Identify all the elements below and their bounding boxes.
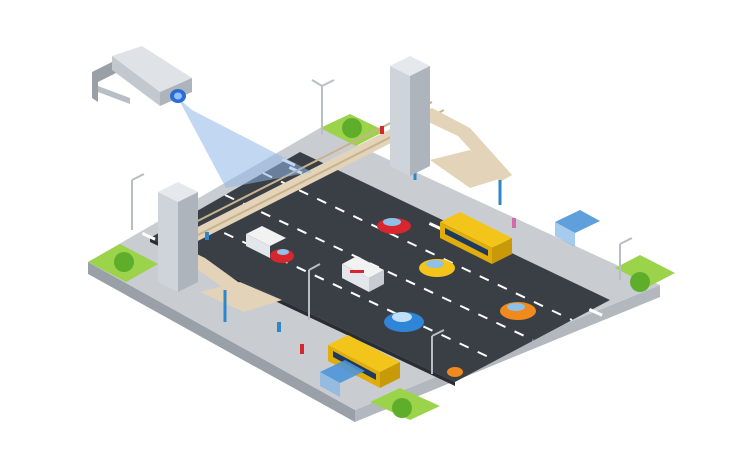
elevator-tower-right [390, 56, 430, 176]
camera-lens-glass [174, 92, 182, 100]
pedestrian-icon [277, 322, 281, 332]
grass-corner-right [615, 255, 675, 286]
bridge-rail [175, 101, 433, 233]
street-lamps [131, 79, 633, 374]
camera-body [112, 46, 192, 92]
lane-line [224, 194, 534, 341]
street-lamp-icon [619, 237, 633, 280]
car-icon [377, 218, 411, 234]
bus-icon [440, 212, 512, 264]
crosswalk-stripe [588, 308, 603, 317]
ambulance-icon [342, 256, 384, 292]
lane-line [187, 215, 496, 361]
camera-body-side [112, 56, 160, 106]
car-icon [500, 302, 536, 320]
bus-stop-icon [555, 210, 600, 247]
lane-markings [187, 172, 573, 361]
crosswalk-stripe [141, 232, 156, 241]
lane-line [262, 172, 573, 321]
bush-icon [630, 272, 650, 292]
street-lamp-icon [308, 263, 321, 320]
pedestrian-icon [380, 126, 384, 134]
car-icon [270, 249, 294, 263]
car-icon [384, 312, 424, 332]
road-surface [150, 152, 610, 382]
truck-icon [246, 226, 286, 258]
pedestrian-icon [512, 218, 516, 228]
bush-icon [342, 118, 362, 138]
pedestrian-icon [300, 344, 304, 354]
bush-icon [114, 252, 134, 272]
street-lamp-icon [311, 79, 335, 134]
surveillance-camera-icon [92, 46, 312, 188]
bushes [114, 118, 650, 418]
elevator-tower-left [158, 182, 198, 292]
crosswalk-stripe [428, 222, 443, 231]
street-lamp-icon [431, 329, 445, 374]
bus-stop-icon [320, 360, 365, 397]
camera-beam [178, 98, 312, 188]
pedestrians [205, 126, 516, 354]
bridge-landing-left [200, 282, 282, 312]
camera-mount [92, 62, 118, 102]
camera-arm [98, 86, 130, 104]
pedestrian-icon [205, 232, 209, 240]
street-lamp-icon [131, 173, 145, 230]
bush-icon [392, 398, 412, 418]
car-icon [447, 367, 463, 377]
car-icon [419, 259, 455, 277]
platform-side-left [88, 262, 355, 422]
bridge-landing-right [430, 150, 512, 188]
